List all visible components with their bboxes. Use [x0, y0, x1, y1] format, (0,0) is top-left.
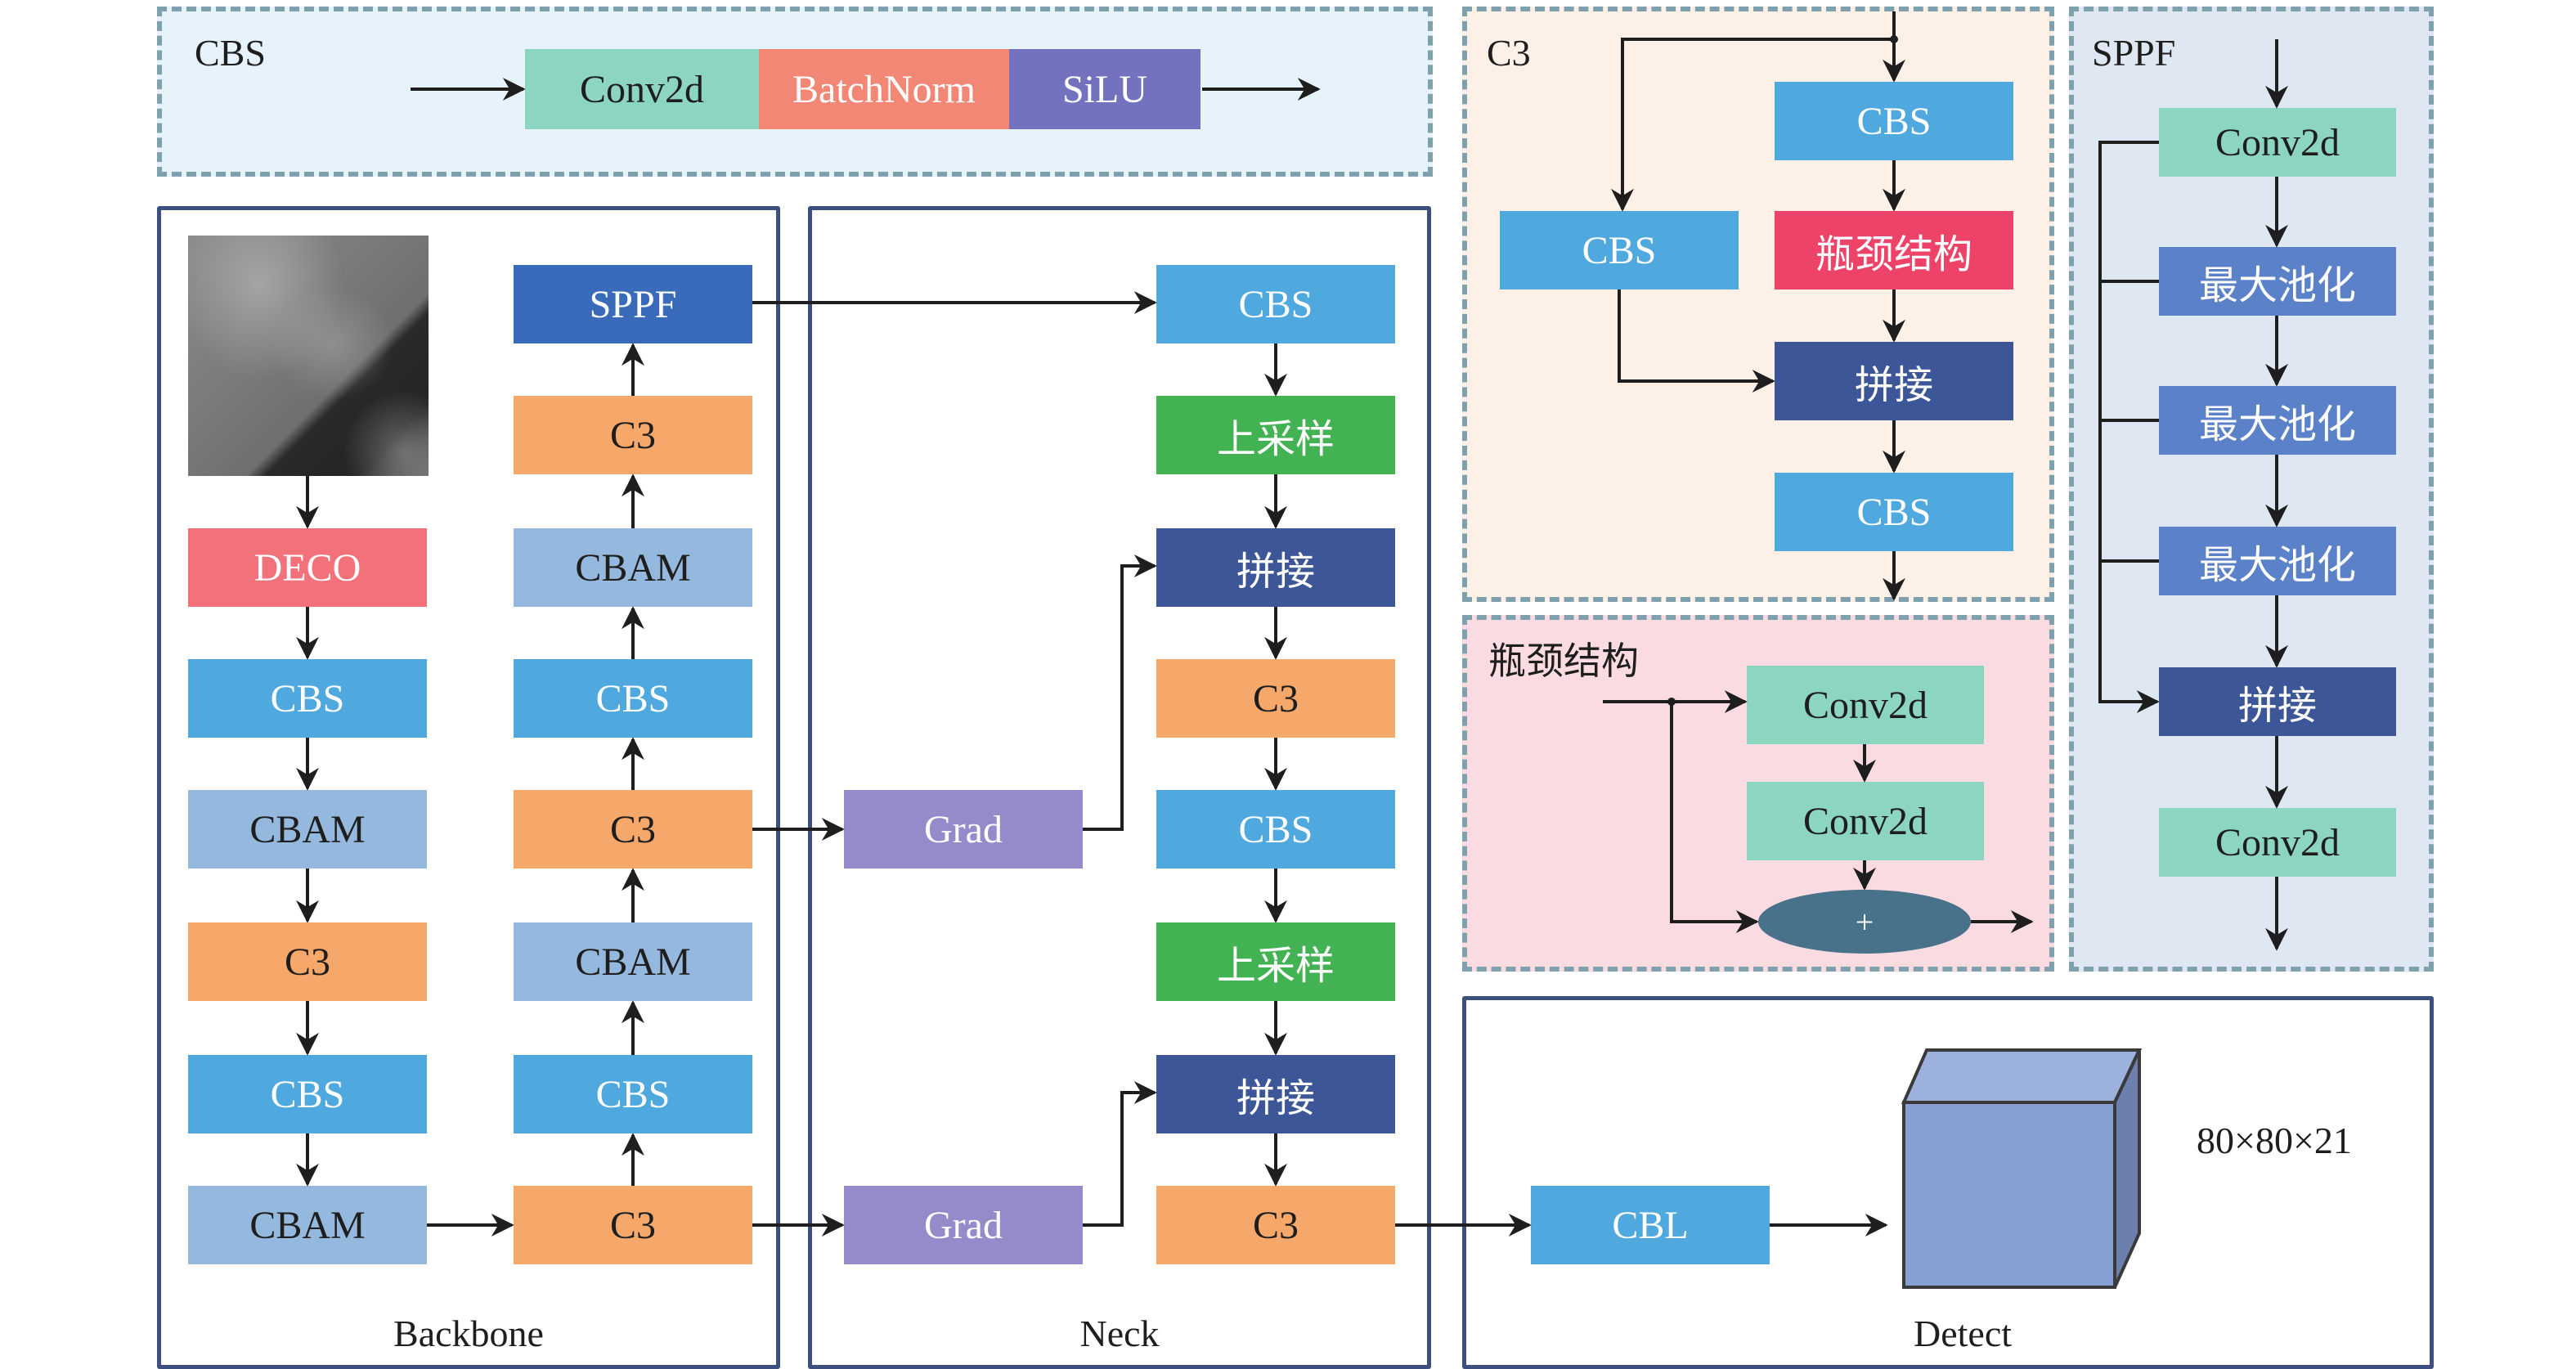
detect-caption: Detect [1913, 1313, 2013, 1354]
neck-concat-block-2: 拼接 [1156, 1055, 1395, 1133]
c3-cbs-bottom-block: CBS [1775, 473, 2013, 551]
detect-panel [1462, 996, 2434, 1369]
bottleneck-add-node: + [1758, 890, 1971, 954]
cbs-batchnorm-block: BatchNorm [759, 49, 1009, 129]
sppf-maxpool-block-2: 最大池化 [2159, 386, 2396, 455]
backbone-cbs-block-2: CBS [188, 1055, 427, 1133]
neck-caption: Neck [1079, 1313, 1160, 1354]
backbone-c3-block-1: C3 [188, 922, 427, 1001]
neck-cbs-block-2: CBS [1156, 790, 1395, 869]
bottleneck-conv2d-block-1: Conv2d [1747, 666, 1984, 744]
neck-grad-block-2: Grad [844, 1186, 1083, 1264]
c3-concat-block: 拼接 [1775, 342, 2013, 420]
cbs-conv2d-block: Conv2d [525, 49, 759, 129]
sppf-maxpool-block-1: 最大池化 [2159, 247, 2396, 316]
backbone-c3-block-4: C3 [514, 396, 752, 474]
sppf-conv2d-out-block: Conv2d [2159, 808, 2396, 877]
c3-panel-title: C3 [1487, 32, 1531, 74]
neck-upsample-block-2: 上采样 [1156, 922, 1395, 1001]
backbone-cbam-block-4: CBAM [514, 528, 752, 607]
sppf-concat-block: 拼接 [2159, 667, 2396, 736]
neck-panel [808, 206, 1431, 1369]
neck-c3-block-2: C3 [1156, 1186, 1395, 1264]
c3-cbs-left-block: CBS [1500, 211, 1739, 290]
backbone-cbam-block-1: CBAM [188, 790, 427, 869]
backbone-cbam-block-2: CBAM [188, 1186, 427, 1264]
c3-cbs-top-block: CBS [1775, 82, 2013, 160]
neck-cbs-block-1: CBS [1156, 265, 1395, 343]
c3-bottleneck-block: 瓶颈结构 [1775, 211, 2013, 290]
backbone-cbs-block-1: CBS [188, 659, 427, 738]
backbone-caption: Backbone [393, 1313, 544, 1354]
neck-grad-block-1: Grad [844, 790, 1083, 869]
bottleneck-panel-title: 瓶颈结构 [1488, 640, 1639, 682]
input-satellite-image [188, 236, 429, 476]
backbone-cbs-block-4: CBS [514, 659, 752, 738]
sppf-maxpool-block-3: 最大池化 [2159, 527, 2396, 595]
neck-concat-block-1: 拼接 [1156, 528, 1395, 607]
neck-c3-block-1: C3 [1156, 659, 1395, 738]
detect-output-shape-label: 80×80×21 [2197, 1120, 2352, 1161]
cbs-silu-block: SiLU [1009, 49, 1200, 129]
cbs-panel-title: CBS [195, 32, 266, 74]
backbone-panel [157, 206, 780, 1369]
sppf-panel-title: SPPF [2092, 32, 2176, 74]
backbone-c3-block-3: C3 [514, 790, 752, 869]
backbone-sppf-block: SPPF [514, 265, 752, 343]
backbone-deco-block: DECO [188, 528, 427, 607]
detect-cbl-block: CBL [1531, 1186, 1770, 1264]
backbone-c3-block-2: C3 [514, 1186, 752, 1264]
bottleneck-conv2d-block-2: Conv2d [1747, 782, 1984, 860]
sppf-conv2d-in-block: Conv2d [2159, 108, 2396, 177]
backbone-cbam-block-3: CBAM [514, 922, 752, 1001]
backbone-cbs-block-3: CBS [514, 1055, 752, 1133]
neck-upsample-block-1: 上采样 [1156, 396, 1395, 474]
